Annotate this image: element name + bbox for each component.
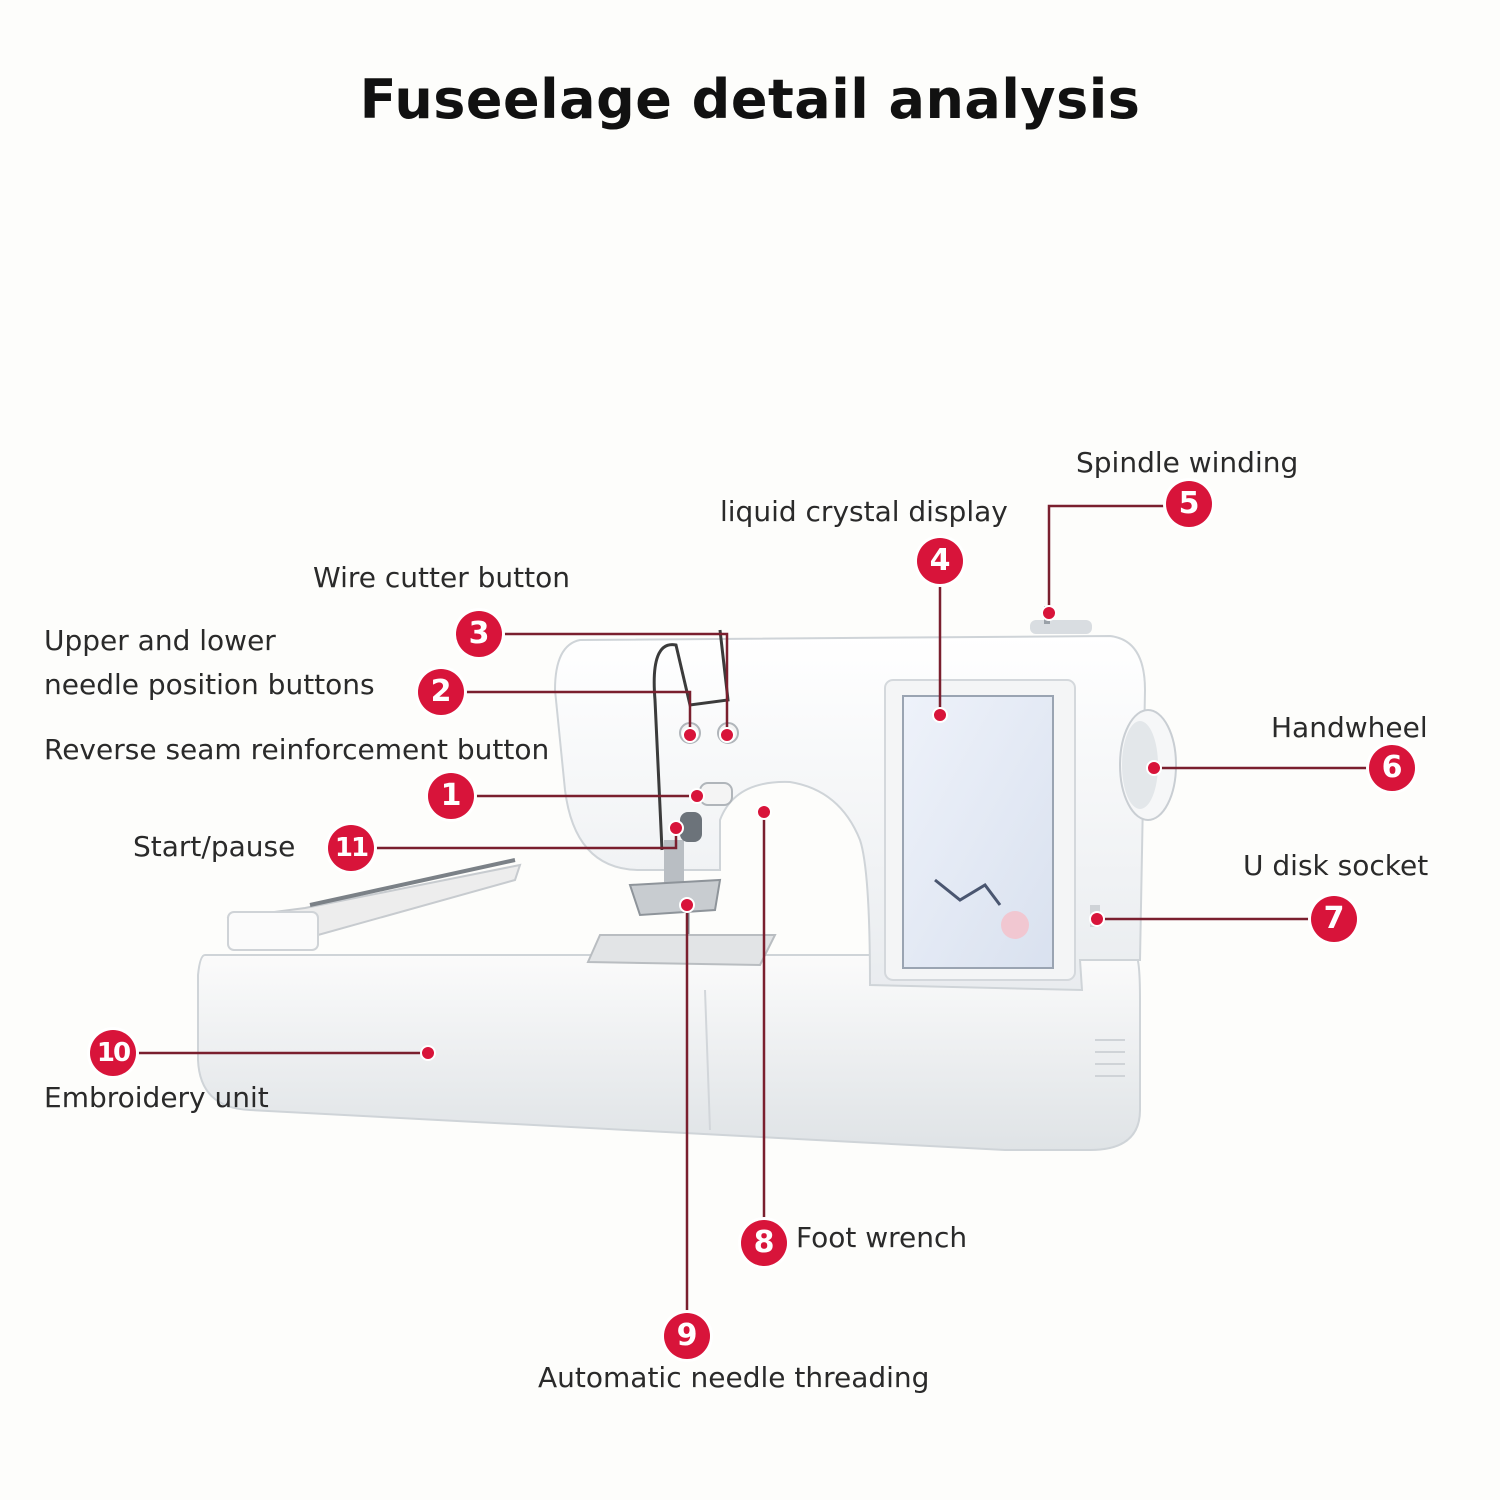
anchor-dot-2 [682, 727, 698, 743]
callout-label-2-line1: Upper and lower [44, 624, 276, 657]
callout-label-8: Foot wrench [796, 1221, 968, 1254]
leader-lines [136, 504, 1369, 1313]
callout-label-7: U disk socket [1243, 849, 1429, 882]
callout-label-6: Handwheel [1271, 711, 1428, 744]
callout-label-4: liquid crystal display [720, 495, 1008, 528]
anchor-dot-6 [1146, 760, 1162, 776]
callout-label-10: Embroidery unit [44, 1081, 269, 1114]
anchor-dot-10 [420, 1045, 436, 1061]
callout-badge-5: 5 [1166, 481, 1212, 527]
callout-badge-6: 6 [1369, 745, 1415, 791]
anchor-dot-5 [1041, 605, 1057, 621]
leader-3 [500, 632, 729, 735]
callout-badge-2: 2 [418, 669, 464, 715]
callout-label-11: Start/pause [133, 830, 296, 863]
callout-label-3: Wire cutter button [313, 561, 570, 594]
page-title: Fuseelage detail analysis [359, 68, 1141, 131]
callout-badge-10: 10 [90, 1030, 136, 1076]
anchor-dot-9 [679, 897, 695, 913]
anchor-dot-11 [668, 820, 684, 836]
callout-badge-3: 3 [456, 611, 502, 657]
callout-label-9: Automatic needle threading [538, 1361, 930, 1394]
callout-badge-8: 8 [741, 1220, 787, 1266]
anchor-dot-1 [689, 788, 705, 804]
leader-5 [1047, 504, 1166, 613]
callout-badge-9: 9 [664, 1313, 710, 1359]
anchor-dot-8 [756, 804, 772, 820]
callout-badge-4: 4 [917, 538, 963, 584]
callout-label-1: Reverse seam reinforcement button [44, 733, 550, 766]
anchor-dot-7 [1089, 911, 1105, 927]
callout-label-5: Spindle winding [1076, 446, 1299, 479]
anchor-dots [420, 605, 1162, 1061]
callout-badge-7: 7 [1311, 896, 1357, 942]
anchor-dot-4 [932, 707, 948, 723]
callout-label-2-line2: needle position buttons [44, 668, 375, 701]
callout-badge-1: 1 [428, 773, 474, 819]
leader-2 [465, 690, 692, 735]
anchor-dot-3 [719, 727, 735, 743]
machine-body [197, 606, 1177, 1151]
callout-badge-11: 11 [328, 825, 374, 871]
